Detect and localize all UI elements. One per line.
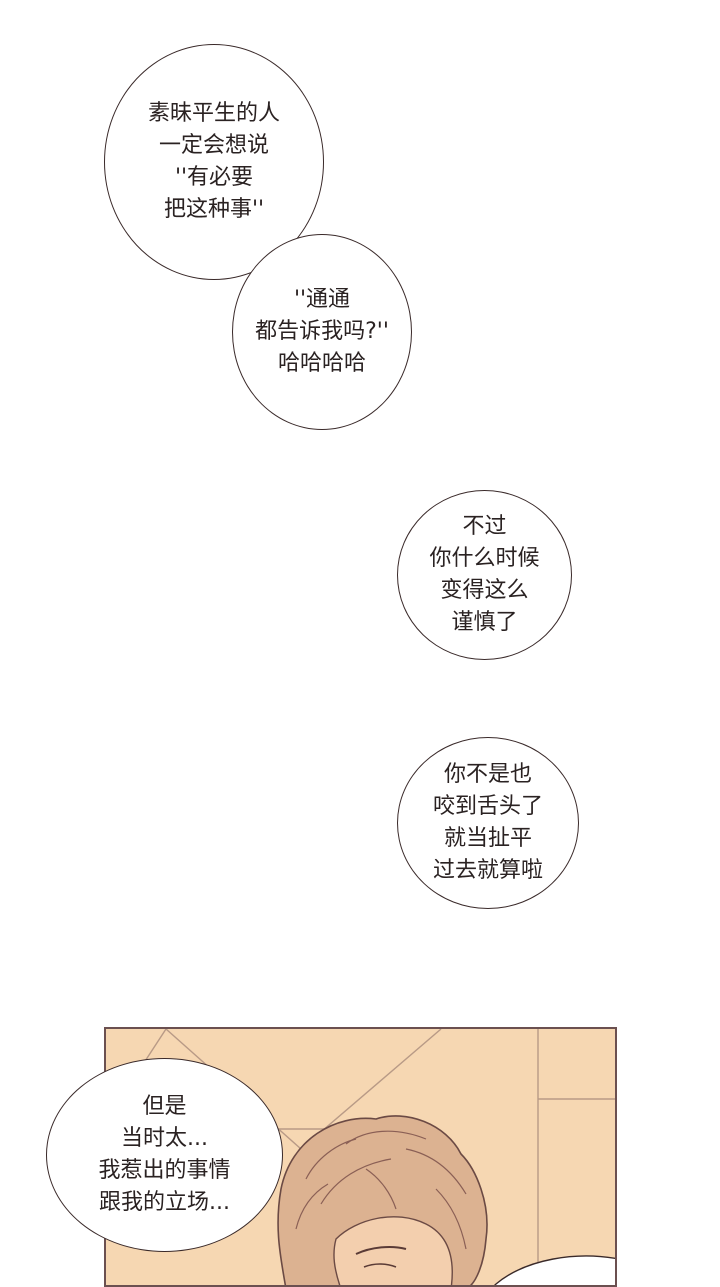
bubble-1-line-3: ''有必要 (174, 165, 254, 190)
speech-bubble-5: 但是 当时太... 我惹出的事情 跟我的立场... (46, 1058, 283, 1252)
character-face (333, 1216, 453, 1285)
bubble-5-line-3: 我惹出的事情 (98, 1158, 231, 1183)
bubble-2-line-1: ''通通 (293, 287, 351, 312)
bubble-5-line-4: 跟我的立场... (99, 1190, 230, 1215)
bubble-3-line-3: 变得这么 (440, 578, 529, 603)
bubble-4-line-1: 你不是也 (443, 762, 532, 787)
bubble-5-line-1: 但是 (142, 1094, 187, 1119)
speech-bubble-3: 不过 你什么时候 变得这么 谨慎了 (397, 490, 572, 660)
bubble-3-line-4: 谨慎了 (451, 610, 518, 635)
bubble-2-line-2: 都告诉我吗?'' (255, 319, 389, 344)
bubble-3-line-1: 不过 (462, 514, 507, 539)
bubble-1-line-4: 把这种事'' (163, 197, 265, 222)
speech-bubble-1: 素昧平生的人 一定会想说 ''有必要 把这种事'' (104, 44, 324, 280)
speech-bubble-2: ''通通 都告诉我吗?'' 哈哈哈哈 (232, 234, 412, 430)
bubble-1-line-1: 素昧平生的人 (147, 101, 280, 126)
bubble-3-line-2: 你什么时候 (429, 546, 540, 571)
speech-bubble-4: 你不是也 咬到舌头了 就当扯平 过去就算啦 (397, 737, 579, 909)
bubble-4-line-2: 咬到舌头了 (432, 794, 543, 819)
bubble-4-line-4: 过去就算啦 (432, 858, 543, 883)
bubble-1-line-2: 一定会想说 (158, 133, 269, 158)
bubble-2-line-3: 哈哈哈哈 (277, 351, 366, 376)
bubble-4-line-3: 就当扯平 (443, 826, 532, 851)
panel-illustration (106, 1029, 615, 1285)
bubble-5-line-2: 当时太... (121, 1126, 208, 1151)
